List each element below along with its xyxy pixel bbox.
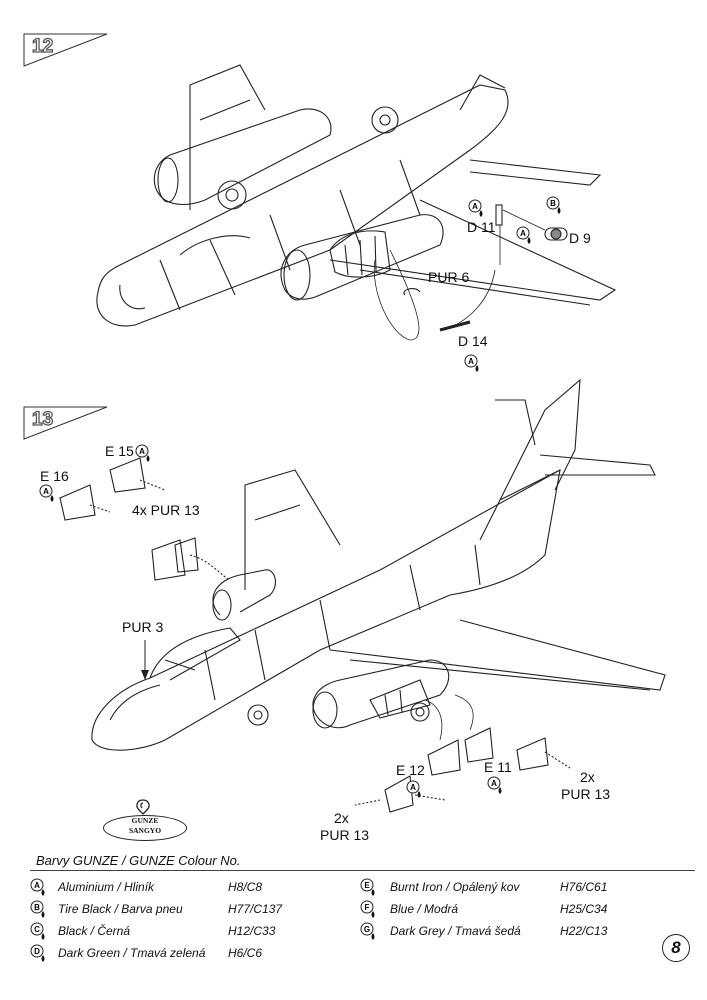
legend-color-name: Dark Green / Tmavá zelená <box>58 946 206 960</box>
legend-color-code: H76/C61 <box>560 880 608 894</box>
legend-color-name: Tire Black / Barva pneu <box>58 902 183 916</box>
label-pur13-right: PUR 13 <box>561 786 611 802</box>
aircraft-side-view <box>59 378 666 813</box>
gunze-logo-icon <box>136 799 150 815</box>
legend-color-code: H6/C6 <box>228 946 263 960</box>
legend-header: Barvy GUNZE / GUNZE Colour No. <box>36 853 241 868</box>
svg-text:A: A <box>34 881 40 890</box>
label-e16: E 16 <box>40 468 69 484</box>
step-12-number: 12 <box>31 35 54 57</box>
label-4x-pur13: 4x PUR 13 <box>132 502 200 518</box>
paint-badge-b: B <box>30 900 45 918</box>
label-e11: E 11 <box>484 759 512 775</box>
svg-text:B: B <box>34 903 40 912</box>
legend-color-name: Blue / Modrá <box>390 902 459 916</box>
label-2x-right: 2x <box>580 769 595 785</box>
paint-badge-c: C <box>30 922 45 940</box>
legend-color-code: H77/C137 <box>228 902 283 916</box>
label-pur13-left: PUR 13 <box>320 827 370 843</box>
svg-text:A: A <box>468 357 474 366</box>
legend-color-name: Black / Černá <box>58 924 131 938</box>
aircraft-top-view <box>96 64 617 341</box>
legend-color-code: H8/C8 <box>228 880 263 894</box>
label-pur3: PUR 3 <box>122 619 164 635</box>
label-2x-left: 2x <box>334 810 349 826</box>
logo-line2: SANGYO <box>128 826 162 835</box>
pur3-arrow <box>141 640 149 680</box>
svg-text:A: A <box>472 202 478 211</box>
svg-text:A: A <box>520 229 526 238</box>
label-d14: D 14 <box>458 333 488 349</box>
step-13-badge <box>23 406 108 440</box>
legend-color-code: H22/C13 <box>560 924 608 938</box>
legend-color-code: H12/C33 <box>228 924 276 938</box>
svg-text:F: F <box>365 903 370 912</box>
label-d11: D 11 <box>467 219 496 235</box>
legend-color-name: Dark Grey / Tmavá šedá <box>390 924 521 938</box>
svg-text:G: G <box>364 925 370 934</box>
label-pur6: PUR 6 <box>428 269 470 285</box>
svg-text:A: A <box>43 487 49 496</box>
svg-text:E: E <box>364 881 370 890</box>
paint-badge-d: D <box>30 944 45 962</box>
svg-text:A: A <box>491 779 497 788</box>
legend-divider <box>30 870 695 871</box>
step-12-paint-refs: A A B A <box>464 196 561 372</box>
paint-badge-g: G <box>360 922 375 940</box>
step-13-number: 13 <box>31 408 54 430</box>
paint-badge-a: A <box>30 878 45 896</box>
logo-line1: GUNZE <box>131 816 159 825</box>
legend-color-name: Burnt Iron / Opálený kov <box>390 880 520 894</box>
gunze-sangyo-logo: GUNZE SANGYO <box>103 815 187 841</box>
paint-badge-f: F <box>360 900 375 918</box>
step-13-paint-refs: A A A A <box>39 444 502 798</box>
svg-text:B: B <box>550 199 556 208</box>
page-number: 8 <box>662 934 690 962</box>
svg-text:A: A <box>410 783 416 792</box>
legend-color-name: Aluminium / Hliník <box>58 880 155 894</box>
step-12-badge <box>23 33 108 67</box>
label-d9: D 9 <box>569 230 591 246</box>
svg-text:C: C <box>34 925 40 934</box>
label-e12: E 12 <box>396 762 425 778</box>
svg-text:D: D <box>34 947 40 956</box>
paint-badge-e: E <box>360 878 375 896</box>
label-e15: E 15 <box>105 443 134 459</box>
legend-color-code: H25/C34 <box>560 902 608 916</box>
svg-text:A: A <box>139 447 145 456</box>
